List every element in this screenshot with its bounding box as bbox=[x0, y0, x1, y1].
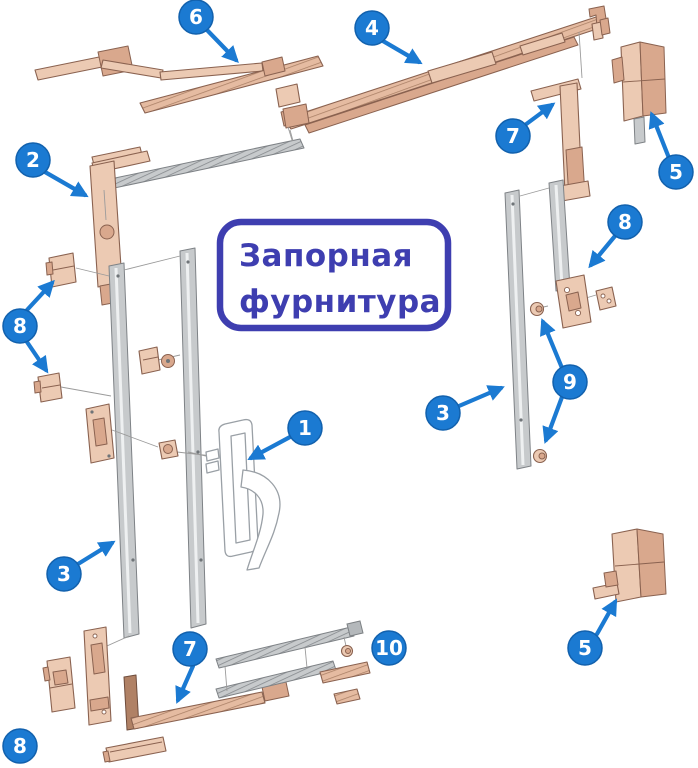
arrow-3-left bbox=[75, 540, 116, 567]
arrow-3-right bbox=[456, 385, 505, 409]
part-gearbox bbox=[85, 403, 179, 464]
part-striker-rails-bottom bbox=[215, 620, 364, 699]
part-striker-plate-a bbox=[319, 661, 371, 684]
arrow-8-left-down bbox=[24, 339, 49, 374]
callout-9: 9 bbox=[552, 364, 588, 400]
title-line-1: Запорная bbox=[239, 238, 413, 274]
title-box: Запорная фурнитура bbox=[216, 218, 452, 332]
svg-text:3: 3 bbox=[57, 562, 71, 586]
part-roller-upper bbox=[529, 301, 545, 317]
svg-text:5: 5 bbox=[578, 636, 592, 660]
svg-text:8: 8 bbox=[13, 314, 27, 338]
arrow-9-down bbox=[542, 394, 565, 444]
callout-1: 1 bbox=[287, 410, 323, 446]
part-keeper-mid bbox=[138, 346, 175, 375]
callout-6: 6 bbox=[178, 0, 214, 35]
part-corner-drive-top-right bbox=[530, 78, 591, 202]
arrow-8-right bbox=[588, 233, 618, 269]
title-border bbox=[216, 218, 452, 332]
arrow-6 bbox=[204, 27, 239, 64]
callout-2: 2 bbox=[15, 142, 51, 178]
arrow-1 bbox=[247, 434, 293, 461]
svg-text:10: 10 bbox=[375, 636, 403, 660]
part-frame-rail-right bbox=[179, 247, 207, 629]
callout-7-bottom: 7 bbox=[172, 631, 208, 667]
part-corner-drive-bottom bbox=[123, 674, 290, 731]
svg-text:7: 7 bbox=[506, 124, 520, 148]
arrow-5-top bbox=[648, 111, 672, 161]
arrow-2 bbox=[42, 169, 89, 198]
callout-8-left: 8 bbox=[2, 308, 38, 344]
part-lock-right bbox=[555, 274, 592, 329]
arrow-4 bbox=[380, 38, 423, 65]
arrow-8-left-up bbox=[24, 279, 55, 313]
part-scissor-stay bbox=[34, 45, 324, 114]
arrow-5-bottom bbox=[594, 598, 618, 637]
callout-8-right: 8 bbox=[607, 204, 643, 240]
svg-text:3: 3 bbox=[436, 401, 450, 425]
callout-3-left: 3 bbox=[46, 556, 82, 592]
title-line-2: фурнитура bbox=[239, 284, 441, 320]
part-lock-rail-right bbox=[504, 189, 532, 470]
part-hinge-bottom-right bbox=[592, 528, 667, 603]
part-striker-plate-b bbox=[333, 688, 361, 705]
callout-5-bottom: 5 bbox=[567, 630, 603, 666]
part-hinge-top-right bbox=[611, 41, 667, 145]
part-clip-top-right bbox=[591, 17, 611, 41]
svg-text:1: 1 bbox=[298, 416, 312, 440]
part-lock-rail-right-short bbox=[548, 179, 571, 292]
callout-5-top: 5 bbox=[658, 154, 694, 190]
callout-8-bottom-left: 8 bbox=[2, 728, 38, 764]
part-keeper-left-lower bbox=[33, 372, 63, 403]
svg-text:6: 6 bbox=[189, 5, 203, 29]
svg-text:8: 8 bbox=[13, 734, 27, 758]
callout-4: 4 bbox=[354, 10, 390, 46]
svg-text:5: 5 bbox=[669, 160, 683, 184]
part-lock-bottom-left bbox=[83, 626, 112, 726]
part-keeper-left-upper bbox=[45, 252, 77, 288]
part-corner-drive-top-left bbox=[89, 150, 151, 306]
arrow-7-top bbox=[522, 102, 556, 128]
part-plate-right bbox=[595, 286, 617, 311]
arrow-9-up bbox=[540, 318, 565, 371]
svg-text:2: 2 bbox=[26, 148, 40, 172]
svg-text:9: 9 bbox=[563, 370, 577, 394]
arrow-7-bottom bbox=[175, 663, 196, 704]
arrows-layer bbox=[24, 27, 672, 704]
part-espagnolette-top bbox=[280, 5, 608, 134]
part-roller-bottom bbox=[340, 644, 354, 658]
part-connector-top bbox=[275, 83, 310, 129]
callout-3-right: 3 bbox=[425, 395, 461, 431]
callout-10: 10 bbox=[371, 630, 407, 666]
part-roller-lower bbox=[532, 448, 548, 464]
svg-text:7: 7 bbox=[183, 637, 197, 661]
part-keeper-bottom-left bbox=[42, 656, 76, 713]
callout-7-top: 7 bbox=[495, 118, 531, 154]
assembly-lines bbox=[60, 126, 597, 651]
svg-text:4: 4 bbox=[365, 16, 379, 40]
part-bar-bottom-left bbox=[102, 736, 167, 763]
part-frame-rail-left bbox=[108, 262, 140, 639]
svg-text:8: 8 bbox=[618, 210, 632, 234]
